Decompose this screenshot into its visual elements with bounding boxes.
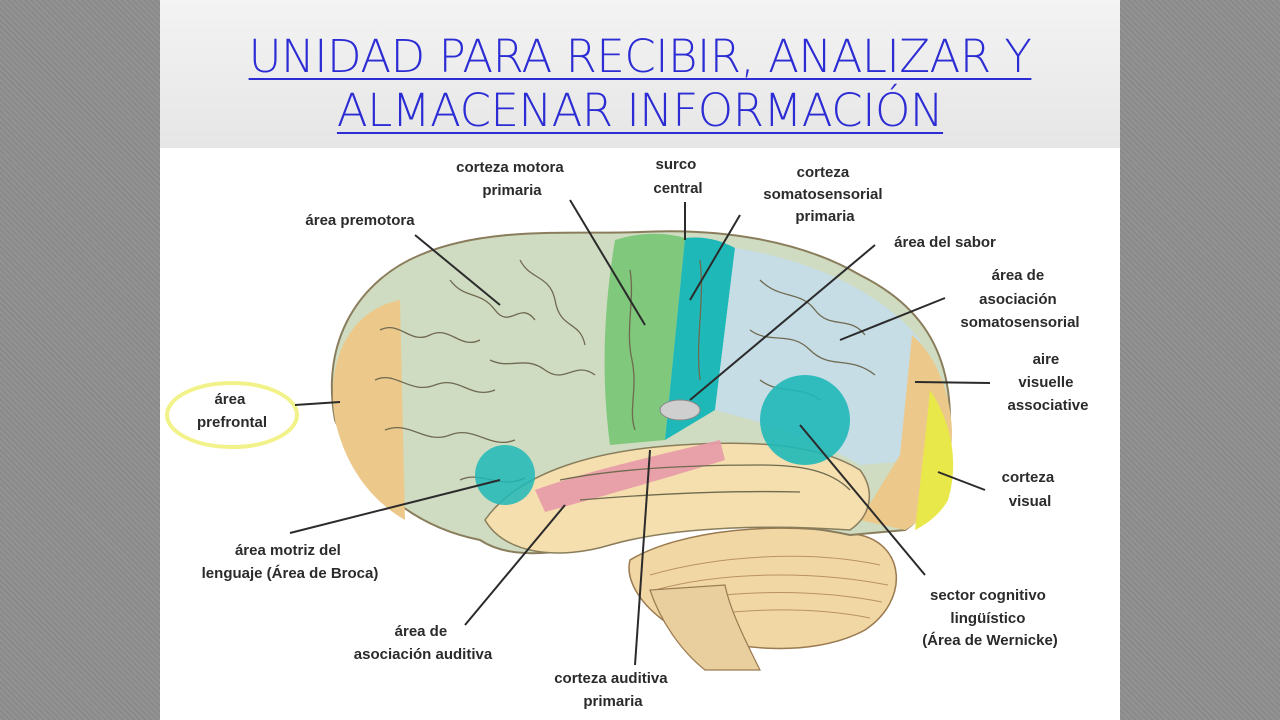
label-corteza-motora: corteza motora primaria [456, 159, 568, 199]
label-area-premotora: área premotora [305, 212, 415, 229]
label-asociacion-auditiva: área de asociación auditiva [354, 623, 493, 663]
prefrontal-region [332, 300, 405, 520]
label-area-wernicke: sector cognitivo lingüístico (Área de We… [922, 587, 1058, 649]
label-area-broca: área motriz del lenguaje (Área de Broca) [202, 542, 379, 582]
somatosensory-region [665, 237, 735, 440]
label-corteza-auditiva: corteza auditiva primaria [554, 670, 672, 710]
auditory-region [535, 440, 725, 512]
prefrontal-highlight [165, 381, 299, 449]
brain-diagram: corteza motora primaria surco central co… [165, 156, 1089, 710]
label-corteza-visual: corteza visual [1002, 469, 1059, 510]
gyri [374, 259, 876, 501]
leader-lines [289, 199, 991, 666]
visual-cortex-region [915, 390, 954, 530]
label-surco-central: surco central [653, 156, 702, 197]
label-area-asociacion-somatosensorial: área de asociación somatosensorial [960, 267, 1079, 331]
label-aire-visuelle: aire visuelle associative [1008, 351, 1089, 414]
label-corteza-somatosensorial: corteza somatosensorial primaria [763, 164, 886, 225]
slide-title: UNIDAD PARA RECIBIR, ANALIZAR Y ALMACENA… [160, 30, 1120, 138]
motor-cortex-region [604, 233, 685, 445]
brainstem [649, 584, 761, 671]
label-area-prefrontal: área prefrontal [197, 391, 267, 431]
label-area-sabor: área del sabor [894, 234, 996, 251]
wernicke-area-circle [760, 375, 850, 465]
title-line-1: UNIDAD PARA RECIBIR, ANALIZAR Y [248, 30, 1032, 83]
title-line-2: ALMACENAR INFORMACIÓN [336, 84, 944, 137]
slide: UNIDAD PARA RECIBIR, ANALIZAR Y ALMACENA… [160, 0, 1120, 720]
taste-area [659, 399, 701, 421]
temporal-lobe [484, 442, 870, 554]
broca-area-circle [475, 445, 535, 505]
title-band [160, 0, 1120, 148]
